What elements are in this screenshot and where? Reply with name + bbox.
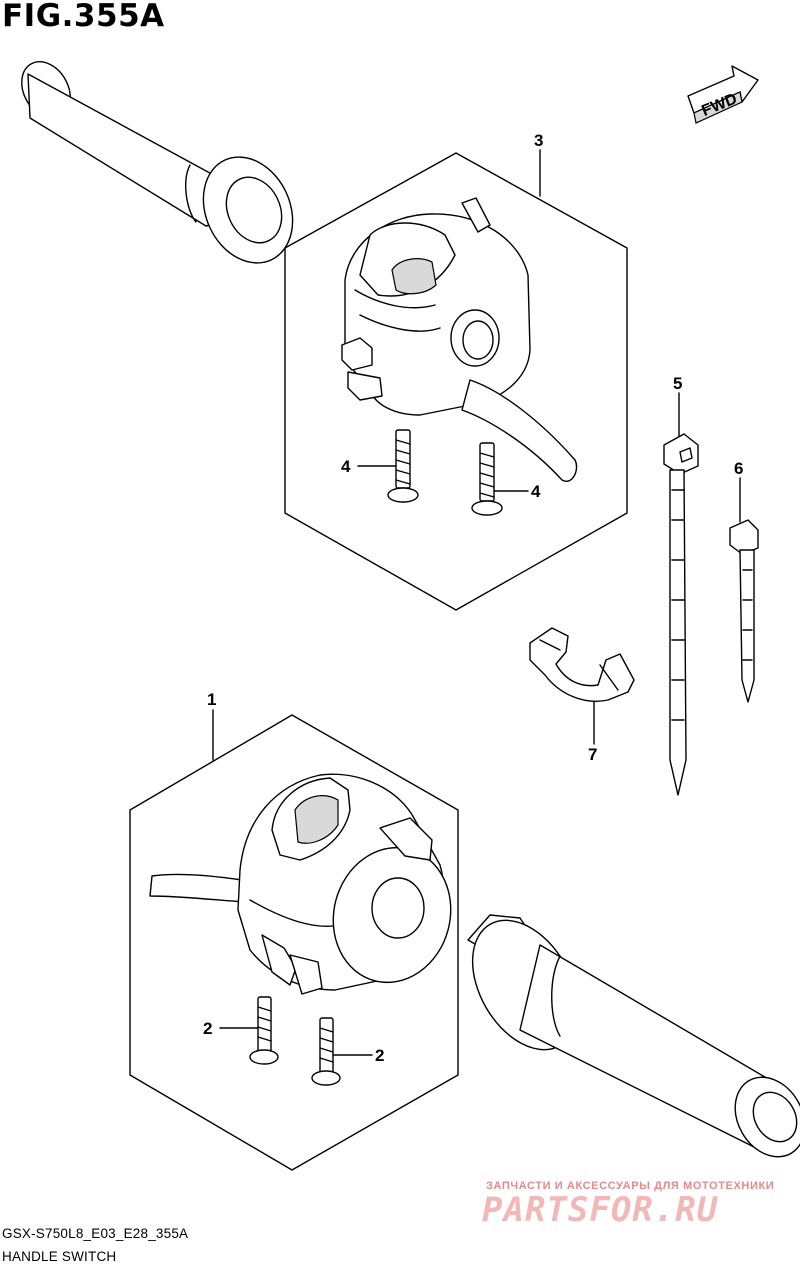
right-handle-switch [341, 197, 578, 482]
left-handle-switch [149, 773, 452, 995]
callout-1: 1 [207, 690, 216, 709]
cable-tie-5 [663, 433, 699, 796]
assembly-outline-1 [129, 714, 459, 1171]
screw-4a [387, 429, 419, 503]
fwd-arrow-icon: FWD [687, 65, 759, 124]
watermark-logo: PARTSFOR.RU [482, 1190, 719, 1230]
watermark-tagline: ЗАПЧАСТИ И АКСЕССУАРЫ ДЛЯ МОТОТЕХНИКИ [486, 1180, 775, 1192]
right-grip [467, 914, 800, 1158]
callout-5: 5 [673, 374, 682, 393]
screw-2b [311, 1017, 341, 1086]
clamp-7 [529, 627, 635, 702]
model-code: GSX-S750L8_E03_E28_355A [2, 1226, 189, 1241]
screw-4b [471, 442, 503, 516]
cable-tie-6 [729, 519, 759, 703]
callout-4a: 4 [341, 457, 351, 476]
screw-2a [249, 996, 279, 1065]
section-name: HANDLE SWITCH [2, 1249, 117, 1264]
callout-6: 6 [734, 459, 743, 478]
assembly-outline-3 [284, 152, 628, 611]
callout-3: 3 [534, 131, 543, 150]
callout-4b: 4 [531, 482, 541, 501]
callout-2b: 2 [375, 1046, 384, 1065]
callout-7: 7 [588, 745, 597, 764]
callout-2a: 2 [203, 1019, 212, 1038]
left-grip [21, 61, 294, 264]
figure-title: FIG.355A [2, 0, 165, 34]
